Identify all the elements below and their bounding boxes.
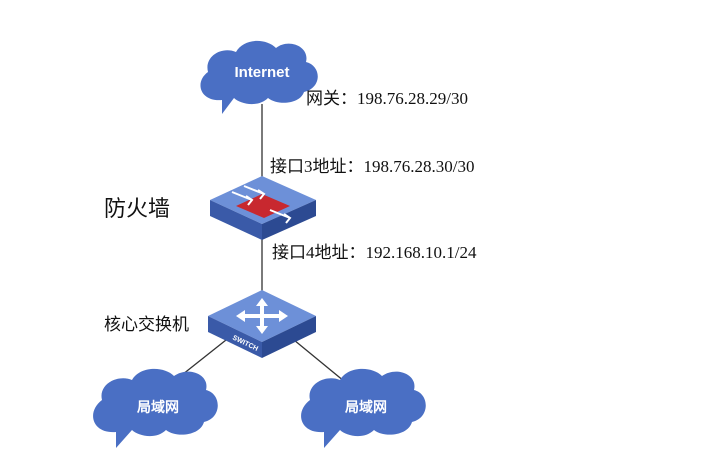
switch-icon: SWITCH (208, 290, 316, 358)
core-switch-device: SWITCH 核心交换机 (104, 290, 316, 358)
firewall-device: 防火墙 (104, 176, 316, 240)
cloud-icon (200, 40, 318, 114)
internet-cloud: Internet (200, 40, 318, 114)
links (167, 104, 351, 387)
switch-right-face (262, 316, 316, 358)
firewall-left-face (210, 200, 262, 240)
lan-left-label: 局域网 (137, 399, 179, 415)
lan-right-label: 局域网 (345, 399, 387, 415)
switch-left-face (208, 316, 262, 358)
internet-label: Internet (234, 64, 289, 81)
lan-cloud-right: 局域网 (301, 368, 426, 448)
firewall-label: 防火墙 (104, 196, 170, 221)
core-switch-label: 核心交换机 (104, 315, 189, 334)
switch-arrows (236, 298, 288, 334)
gateway-annotation: 网关：198.76.28.29/30 (306, 89, 468, 108)
cloud-icon (301, 368, 426, 448)
port4-annotation: 接口4地址：192.168.10.1/24 (272, 243, 477, 262)
firewall-arrows (231, 185, 292, 224)
firewall-icon (210, 176, 316, 240)
port3-annotation: 接口3地址：198.76.28.30/30 (270, 157, 474, 176)
link-switch-lan-right (293, 339, 351, 387)
cloud-icon (93, 368, 218, 448)
lan-cloud-left: 局域网 (93, 368, 218, 448)
